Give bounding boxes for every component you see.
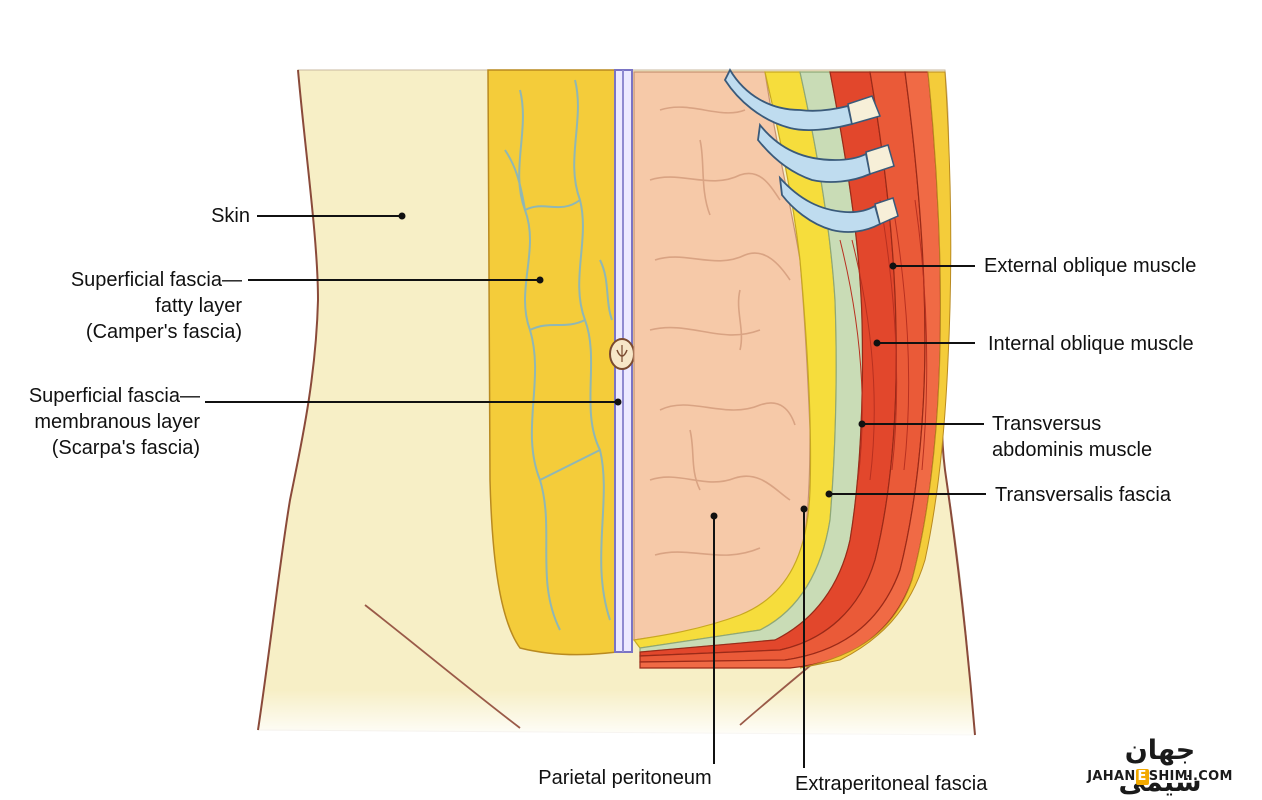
label-camper-fascia: Superficial fascia— fatty layer (Camper'… — [20, 267, 242, 345]
transversus-line-2: abdominis muscle — [992, 439, 1153, 461]
right-subcutaneous-fat — [799, 71, 952, 669]
label-transversus-abdominis: Transversus abdominis muscle — [992, 411, 1152, 463]
logo-persian-text: جهان شیمی — [1118, 735, 1202, 798]
transversus-line-1: Transversus — [992, 413, 1102, 435]
label-internal-oblique: Internal oblique muscle — [988, 333, 1194, 355]
label-transversalis-fascia: Transversalis fascia — [995, 484, 1171, 506]
label-scarpa-fascia: Superficial fascia— membranous layer (Sc… — [0, 383, 200, 461]
scarpa-line-1: Superficial fascia— — [28, 385, 200, 407]
fat-veins — [504, 79, 613, 631]
camper-line-1: Superficial fascia— — [70, 269, 242, 291]
costal-cartilage — [723, 68, 899, 233]
muscle-fibers — [839, 199, 928, 481]
label-skin: Skin — [211, 205, 250, 227]
bottom-fade — [250, 690, 990, 740]
scarpa-line-2: membranous layer — [34, 411, 200, 433]
leader-lines — [205, 215, 986, 768]
label-external-oblique: External oblique muscle — [984, 255, 1197, 277]
bowel-folds — [649, 106, 796, 556]
label-parietal-peritoneum: Parietal peritoneum — [538, 767, 712, 789]
camper-line-3: (Camper's fascia) — [85, 321, 242, 343]
umbilicus — [609, 338, 635, 370]
left-flank-contour — [257, 69, 320, 731]
scarpa-line-3: (Scarpa's fascia) — [51, 437, 200, 459]
label-extraperitoneal-fascia: Extraperitoneal fascia — [795, 773, 988, 795]
left-groin-crease — [364, 604, 521, 729]
camper-line-2: fatty layer — [155, 295, 242, 317]
fat-layer-camper — [487, 69, 631, 656]
leader-dots — [398, 212, 897, 520]
